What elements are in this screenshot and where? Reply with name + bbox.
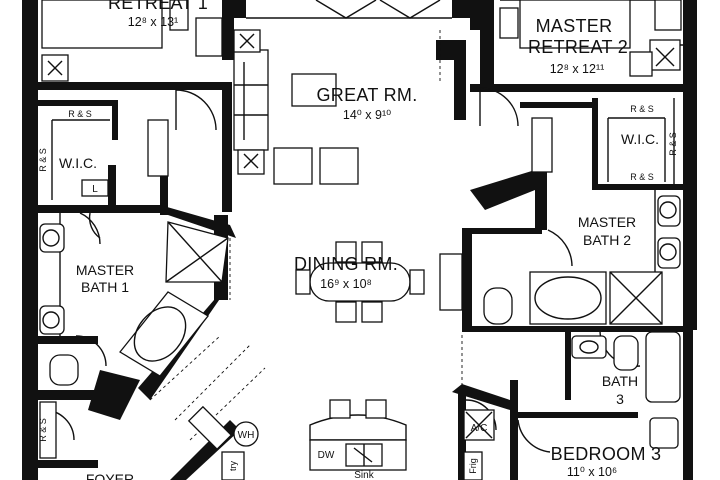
linen-label: L xyxy=(92,184,98,195)
room-retreat1-dims: 12⁸ x 13¹ xyxy=(128,15,178,29)
room-bedroom3-name: BEDROOM 3 xyxy=(551,444,662,464)
ac-label: A/C xyxy=(471,423,488,434)
room-great-rm-dims: 14⁰ x 9¹⁰ xyxy=(343,108,391,122)
walls xyxy=(22,0,697,480)
fixture-labels: R & S R & S R & S R & S R & S R & S L WH… xyxy=(38,104,678,480)
rs-label-wic-left-top: R & S xyxy=(68,109,92,119)
room-master-bath2-name-line1: MASTER xyxy=(578,214,636,230)
room-wic-right-name: W.I.C. xyxy=(621,131,659,147)
room-dining-rm-name: DINING RM. xyxy=(294,254,398,274)
rs-label-wic-right-side: R & S xyxy=(668,132,678,156)
room-master-retreat2-dims: 12⁸ x 12¹¹ xyxy=(550,62,605,76)
rs-label-wic-right-bottom: R & S xyxy=(630,172,654,182)
room-master-bath1-name-line2: BATH 1 xyxy=(81,279,129,295)
room-master-retreat2-name-line1: MASTER xyxy=(536,16,613,36)
room-bedroom3-dims: 11⁰ x 10⁶ xyxy=(567,465,617,479)
rs-label-foyer-closet: R & S xyxy=(38,418,48,442)
pantry-label: try xyxy=(228,461,238,471)
fridge-label: Frig xyxy=(468,458,478,474)
room-master-retreat2-name-line2: RETREAT 2 xyxy=(528,37,628,57)
room-master-bath2-name-line2: BATH 2 xyxy=(583,232,631,248)
room-master-bath1-name-line1: MASTER xyxy=(76,262,134,278)
room-bath3-name-line2: 3 xyxy=(616,391,624,407)
room-retreat1-name: RETREAT 1 xyxy=(108,0,208,13)
rs-label-wic-right-top: R & S xyxy=(630,104,654,114)
room-wic-left-name: W.I.C. xyxy=(59,155,97,171)
room-foyer-name: FOYER xyxy=(86,471,134,480)
room-great-rm-name: GREAT RM. xyxy=(316,85,417,105)
room-dining-rm-dims: 16⁹ x 10⁸ xyxy=(320,277,372,291)
room-bath3-name-line1: BATH xyxy=(602,373,638,389)
fixtures xyxy=(39,0,682,480)
dishwasher-label: DW xyxy=(318,450,335,461)
water-heater-label: WH xyxy=(238,430,255,441)
sink-label: Sink xyxy=(354,470,374,480)
room-labels: RETREAT 1 12⁸ x 13¹ MASTER RETREAT 2 12⁸… xyxy=(59,0,661,480)
rs-label-wic-left-side: R & S xyxy=(38,148,48,172)
